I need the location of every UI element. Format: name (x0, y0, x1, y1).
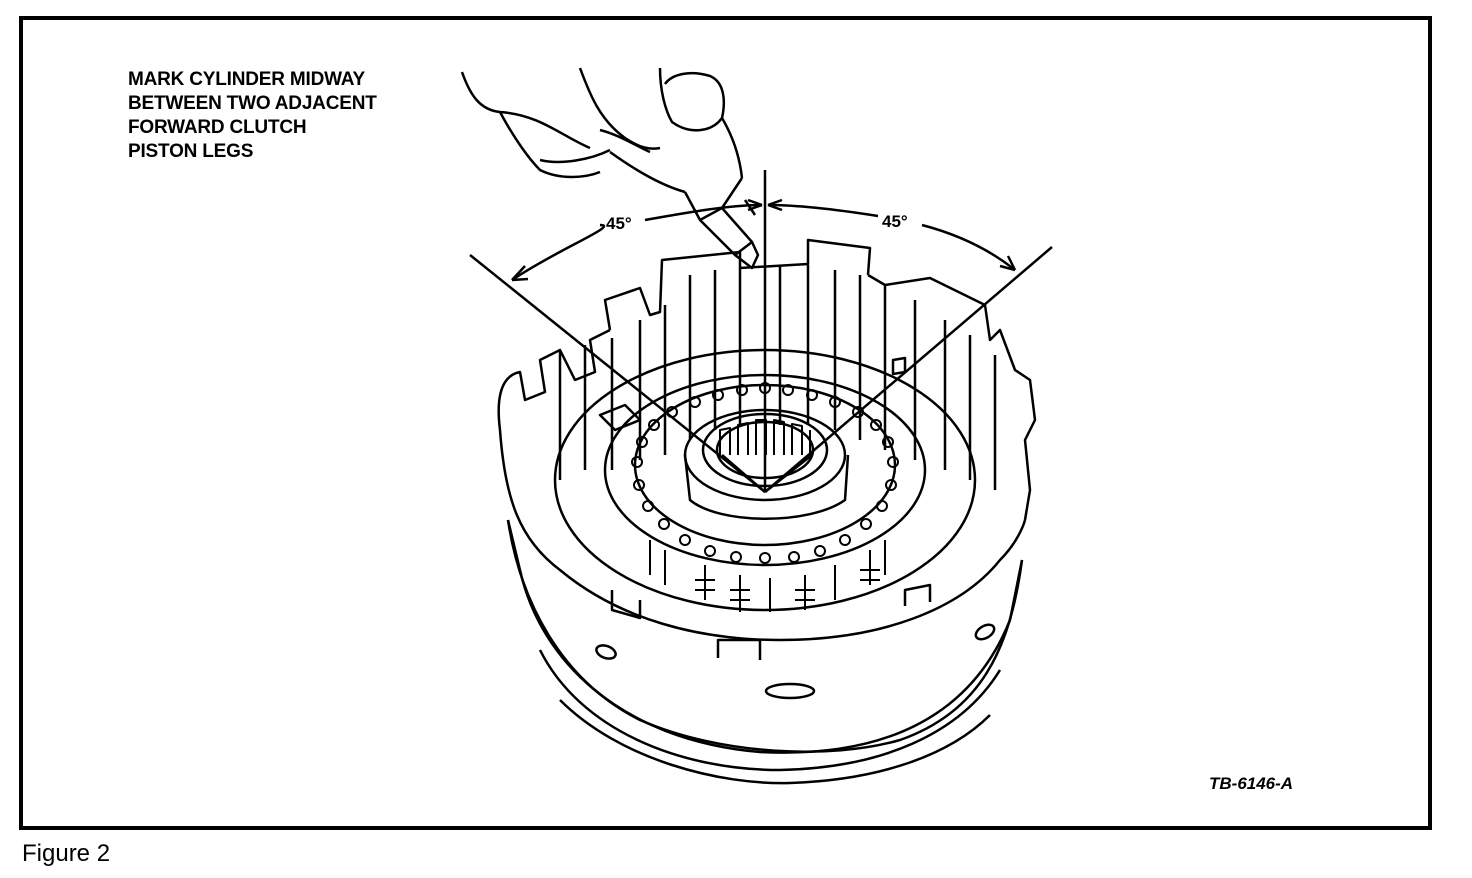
angle-lines (469, 170, 1053, 493)
angle-label-right: 45° (882, 212, 908, 231)
figure-frame (19, 16, 1432, 830)
clutch-springs (649, 540, 886, 612)
angle-label-left: 45° (606, 214, 632, 233)
callout-line: FORWARD CLUTCH (128, 117, 307, 138)
hub-splines (719, 419, 811, 455)
drawing-code: TB-6146-A (1209, 774, 1294, 793)
hand-with-marker (460, 67, 760, 270)
callout-line: PISTON LEGS (128, 141, 254, 162)
cylinder-housing (506, 519, 1024, 785)
callout-line: MARK CYLINDER MIDWAY (128, 69, 366, 90)
callout-line: BETWEEN TWO ADJACENT (128, 93, 377, 114)
instruction-callout: MARK CYLINDER MIDWAY BETWEEN TWO ADJACEN… (128, 68, 377, 164)
angle-arcs (511, 198, 1017, 282)
figure-caption: Figure 2 (22, 840, 111, 867)
